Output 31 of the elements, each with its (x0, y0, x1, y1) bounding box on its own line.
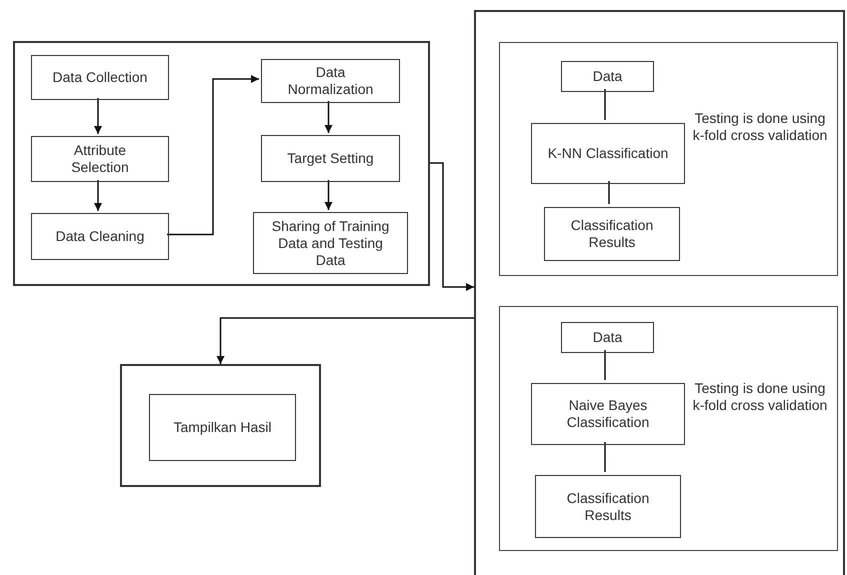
arrow (167, 75, 259, 236)
arrow (324, 180, 332, 210)
process-box: Data Normalization (261, 59, 400, 103)
process-box: K-NN Classification (531, 123, 685, 184)
note-text: Testing is done using k-fold cross validation (692, 110, 828, 144)
connector-line (604, 442, 606, 472)
panel-box (499, 42, 838, 276)
arrow (94, 180, 102, 211)
process-box: Data Collection (31, 55, 169, 100)
arrow (94, 98, 102, 134)
panel-box (499, 306, 838, 551)
arrow (324, 101, 332, 133)
process-box: Tampilkan Hasil (149, 394, 296, 461)
connector-line (608, 181, 610, 204)
note-text: Testing is done using k-fold cross validation (692, 380, 828, 414)
frame-box (13, 41, 430, 286)
process-box: Attribute Selection (31, 136, 169, 182)
frame-box (474, 10, 845, 575)
process-box: Naive Bayes Classification (531, 383, 685, 445)
process-box: Data (561, 61, 654, 92)
process-box: Sharing of Training Data and Testing Data (253, 212, 408, 274)
arrow (430, 162, 474, 291)
arrow (216, 317, 474, 364)
process-box: Data (561, 322, 654, 353)
process-box: Classification Results (535, 475, 681, 538)
process-box: Classification Results (544, 207, 680, 261)
frame-box (120, 364, 321, 487)
process-box: Data Cleaning (31, 213, 169, 260)
process-box: Target Setting (261, 135, 400, 182)
connector-line (604, 350, 606, 380)
connector-line (604, 89, 606, 120)
